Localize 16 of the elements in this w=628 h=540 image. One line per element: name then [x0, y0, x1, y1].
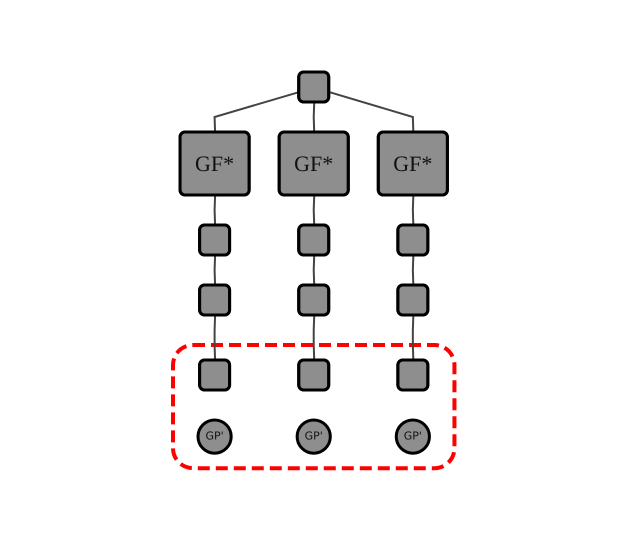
- connector: [412, 315, 415, 360]
- connector: [214, 255, 216, 286]
- cluster: [171, 342, 457, 470]
- connector: [412, 255, 415, 286]
- connector: [313, 255, 316, 286]
- connector: [313, 195, 316, 226]
- node-circle: [296, 418, 332, 455]
- connector: [214, 315, 216, 360]
- connector: [214, 90, 300, 132]
- connector: [214, 195, 216, 226]
- connector: [412, 195, 415, 226]
- connector: [313, 102, 316, 132]
- connector: [329, 90, 415, 132]
- node-circle: [196, 418, 233, 455]
- connector: [313, 315, 316, 360]
- node-circle: [395, 418, 432, 455]
